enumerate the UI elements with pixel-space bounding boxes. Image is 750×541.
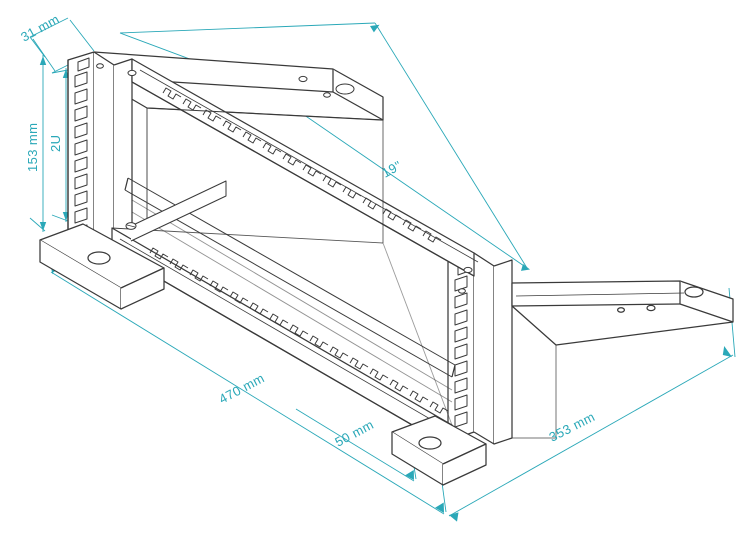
bottom-rail-cage-holes [149,247,449,414]
right-wall-foot [391,415,487,486]
left-wall-foot [39,223,165,310]
dimension-label-length-total: 470 mm [216,370,267,406]
dimension-label-arm-depth: 353 mm [547,409,598,445]
fastener-detail [125,222,473,294]
diagonal-support [130,180,227,242]
top-rail-cage-holes [162,87,442,243]
upper-arm-holes [96,63,355,98]
inner-frame-lines [111,107,453,426]
rear-arm-lower [511,280,734,346]
right-arm-web [511,283,557,439]
dimension-label-height-outer: 153 mm [25,123,40,172]
dimension-label-depth-top: 31 mm [18,11,62,44]
right-rail-cage-holes [454,261,470,428]
bracket-geometry [39,51,734,486]
dimension-label-height-units: 2U [48,135,63,152]
